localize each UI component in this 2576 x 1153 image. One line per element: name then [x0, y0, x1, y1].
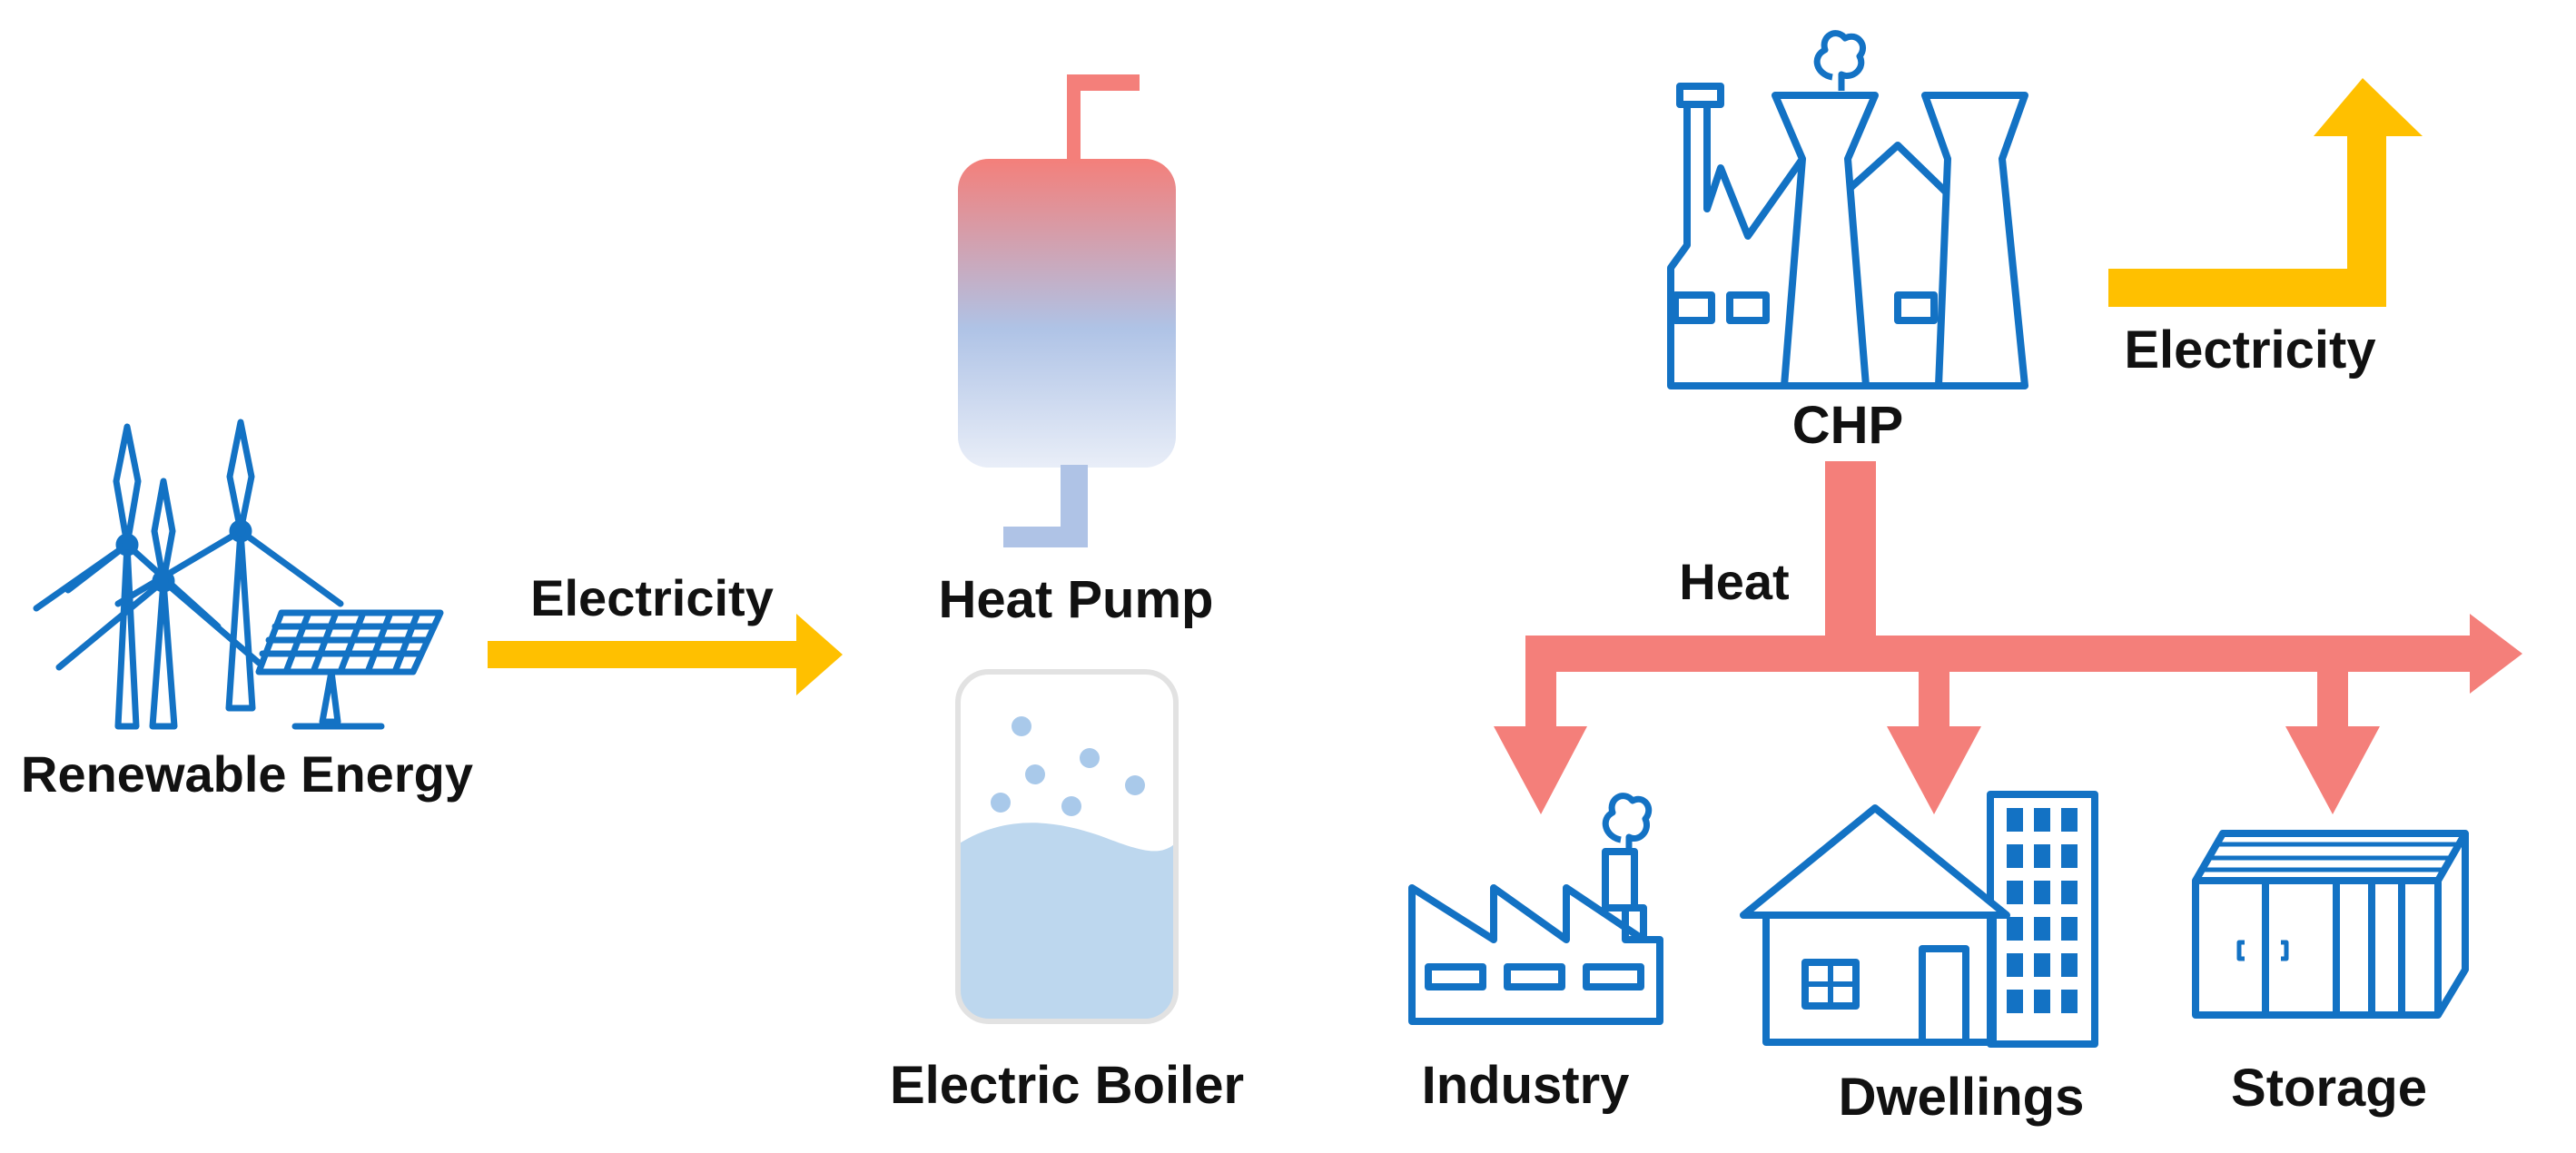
renewable-energy-label: Renewable Energy — [21, 745, 473, 803]
electric-boiler-tank-icon — [955, 669, 1179, 1024]
heat-pump-label: Heat Pump — [939, 570, 1214, 629]
electricity-arrow-left — [488, 614, 843, 695]
factory-icon — [1408, 793, 1663, 1025]
chp-label: CHP — [1792, 396, 1903, 455]
dwellings-label: Dwellings — [1839, 1068, 2085, 1127]
house-building-icon — [1740, 791, 2098, 1048]
heat-pump-tank-icon — [958, 74, 1176, 547]
storage-container-icon — [2192, 830, 2469, 1019]
heat-label: Heat — [1679, 553, 1789, 610]
electricity-right-label: Electricity — [2124, 320, 2375, 379]
electric-boiler-label: Electric Boiler — [890, 1056, 1244, 1115]
heat-flow-arrows — [1494, 461, 2522, 814]
electricity-arrow-right — [2108, 78, 2423, 307]
electricity-left-label: Electricity — [530, 569, 774, 626]
industry-label: Industry — [1422, 1056, 1630, 1115]
storage-label: Storage — [2231, 1059, 2427, 1118]
wind-turbine-solar-panel-icon — [33, 419, 444, 730]
chp-plant-icon — [1667, 30, 2028, 389]
